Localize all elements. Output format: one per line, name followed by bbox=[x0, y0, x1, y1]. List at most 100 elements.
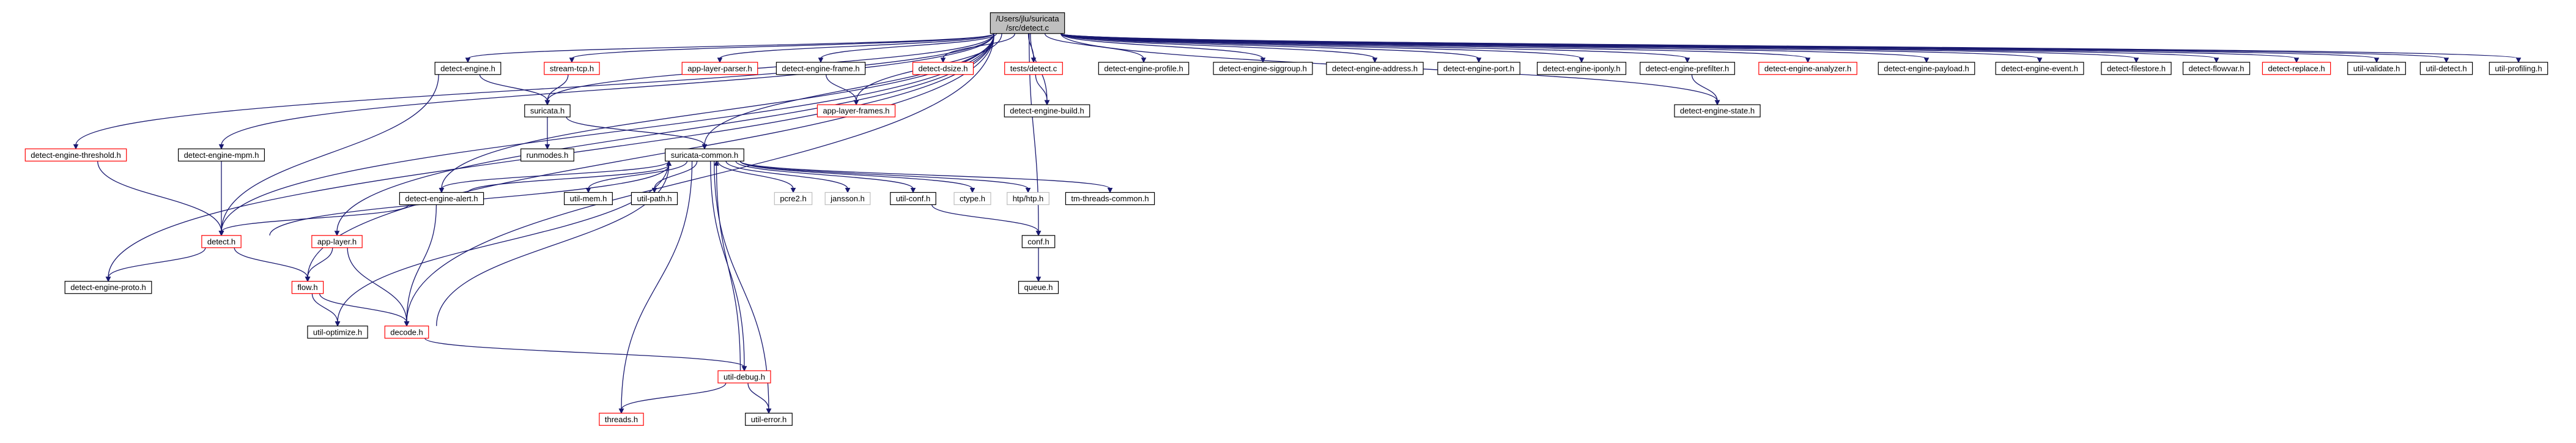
edge-root-to-detect-engine-port-h bbox=[1060, 33, 1479, 59]
node-detect-dsize-h[interactable]: detect-dsize.h bbox=[912, 62, 974, 75]
node-util-validate-h[interactable]: util-validate.h bbox=[2347, 62, 2406, 75]
edge-arrowhead bbox=[741, 366, 747, 371]
node-label: detect-dsize.h bbox=[919, 64, 968, 73]
node-box bbox=[1021, 235, 1056, 248]
node-util-debug-h[interactable]: util-debug.h bbox=[717, 370, 771, 384]
node-box bbox=[1326, 62, 1424, 75]
edge-arrowhead bbox=[666, 160, 672, 166]
node-pcre2-h[interactable]: pcre2.h bbox=[774, 192, 813, 206]
node-detect-h[interactable]: detect.h bbox=[201, 235, 242, 248]
edge-root-to-detect-engine-prefilter-h bbox=[1060, 33, 1688, 59]
node-detect-engine-h[interactable]: detect-engine.h bbox=[434, 62, 502, 75]
edge-arrowhead bbox=[1025, 188, 1031, 193]
node-jansson-h[interactable]: jansson.h bbox=[824, 192, 871, 206]
edge-arrowhead bbox=[2133, 58, 2139, 63]
node-tm-threads-common-h[interactable]: tm-threads-common.h bbox=[1065, 192, 1155, 206]
node-detect-engine-threshold-h[interactable]: detect-engine-threshold.h bbox=[24, 148, 127, 162]
node-util-profiling-h[interactable]: util-profiling.h bbox=[2489, 62, 2548, 75]
node-util-mem-h[interactable]: util-mem.h bbox=[564, 192, 613, 206]
edge-arrowhead bbox=[335, 321, 341, 327]
edge-arrowhead bbox=[1684, 58, 1690, 63]
node-label: threads.h bbox=[605, 415, 638, 424]
node-detect-flowvar-h[interactable]: detect-flowvar.h bbox=[2182, 62, 2251, 75]
node-label: util-detect.h bbox=[2426, 64, 2467, 73]
node-detect-engine-analyzer-h[interactable]: detect-engine-analyzer.h bbox=[1758, 62, 1857, 75]
node-detect-engine-proto-h[interactable]: detect-engine-proto.h bbox=[64, 281, 152, 294]
node-label: decode.h bbox=[390, 327, 423, 337]
node-detect-engine-frame-h[interactable]: detect-engine-frame.h bbox=[775, 62, 866, 75]
edge-arrowhead bbox=[2213, 58, 2219, 63]
edge-detect-engine-alert-h-to-decode-h bbox=[406, 204, 437, 322]
node-detect-engine-iponly-h[interactable]: detect-engine-iponly.h bbox=[1536, 62, 1627, 75]
node-detect-engine-prefilter-h[interactable]: detect-engine-prefilter.h bbox=[1640, 62, 1735, 75]
edge-detect-h-to-flow-h bbox=[234, 247, 308, 278]
node-label: detect-engine-analyzer.h bbox=[1764, 64, 1851, 73]
edge-arrowhead bbox=[2374, 58, 2380, 63]
node-detect-replace-h[interactable]: detect-replace.h bbox=[2262, 62, 2331, 75]
edge-arrowhead bbox=[818, 58, 824, 63]
edge-suricata-common-h-to-pcre2-h bbox=[717, 161, 794, 189]
edge-suricata-common-h-to-htp-htp-h bbox=[739, 160, 1029, 190]
edge-root-to-suricata-h bbox=[547, 33, 994, 102]
node-label: htp/htp.h bbox=[1013, 194, 1044, 203]
edge-util-debug-h-to-util-error-h bbox=[747, 382, 769, 410]
edge-decode-h-to-util-debug-h bbox=[424, 338, 745, 368]
edge-util-debug-h-to-suricata-common-h bbox=[716, 165, 741, 371]
edge-arrowhead bbox=[439, 188, 445, 193]
node-conf-h[interactable]: conf.h bbox=[1021, 235, 1056, 248]
node-flow-h[interactable]: flow.h bbox=[291, 281, 324, 294]
node-queue-h[interactable]: queue.h bbox=[1018, 281, 1059, 294]
node-label: detect-flowvar.h bbox=[2188, 64, 2244, 73]
edge-suricata-common-h-to-util-conf-h bbox=[735, 160, 914, 189]
node-box bbox=[2262, 62, 2331, 75]
node-label: detect-engine-port.h bbox=[1443, 64, 1514, 73]
node-app-layer-frames-h[interactable]: app-layer-frames.h bbox=[816, 104, 896, 117]
node-util-conf-h[interactable]: util-conf.h bbox=[890, 192, 936, 206]
node-detect-engine-payload-h[interactable]: detect-engine-payload.h bbox=[1878, 62, 1975, 75]
node-label: tests/detect.c bbox=[1010, 64, 1057, 73]
node-suricata-common-h[interactable]: suricata-common.h bbox=[665, 148, 744, 162]
node-label: detect-engine.h bbox=[440, 64, 495, 73]
node-detect-engine-alert-h[interactable]: detect-engine-alert.h bbox=[399, 192, 484, 206]
node-label: detect-engine-payload.h bbox=[1884, 64, 1969, 73]
node-detect-engine-siggroup-h[interactable]: detect-engine-siggroup.h bbox=[1213, 62, 1313, 75]
edge-suricata-h-to-suricata-common-h bbox=[566, 116, 705, 146]
node-detect-engine-address-h[interactable]: detect-engine-address.h bbox=[1326, 62, 1424, 75]
node-detect-engine-event-h[interactable]: detect-engine-event.h bbox=[1995, 62, 2084, 75]
edge-arrowhead bbox=[1714, 100, 1720, 106]
node-runmodes-h[interactable]: runmodes.h bbox=[520, 148, 574, 162]
node-app-layer-h[interactable]: app-layer.h bbox=[311, 235, 363, 248]
node-label: detect-engine-siggroup.h bbox=[1219, 64, 1307, 73]
node-suricata-h[interactable]: suricata.h bbox=[524, 104, 571, 117]
node-box bbox=[177, 148, 265, 162]
node-box bbox=[681, 62, 758, 75]
node-util-detect-h[interactable]: util-detect.h bbox=[2419, 62, 2473, 75]
edge-util-debug-h-to-threads-h bbox=[621, 382, 727, 410]
node-root[interactable]: /Users/jlu/suricata/src/detect.c bbox=[990, 12, 1065, 34]
node-label: detect-engine-event.h bbox=[2001, 64, 2078, 73]
node-detect-filestore-h[interactable]: detect-filestore.h bbox=[2101, 62, 2172, 75]
edge-suricata-common-h-to-threads-h bbox=[621, 161, 693, 410]
node-detect-engine-port-h[interactable]: detect-engine-port.h bbox=[1437, 62, 1520, 75]
node-util-path-h[interactable]: util-path.h bbox=[631, 192, 678, 206]
node-detect-engine-profile-h[interactable]: detect-engine-profile.h bbox=[1098, 62, 1190, 75]
node-label: detect-engine-address.h bbox=[1332, 64, 1418, 73]
edge-suricata-common-h-to-jansson-h bbox=[725, 161, 848, 189]
edge-arrowhead bbox=[853, 100, 859, 106]
node-detect-engine-build-h[interactable]: detect-engine-build.h bbox=[1004, 104, 1090, 117]
edge-suricata-common-h-to-util-error-h bbox=[714, 161, 769, 410]
edge-util-conf-h-to-conf-h bbox=[931, 204, 1039, 233]
node-util-optimize-h[interactable]: util-optimize.h bbox=[307, 326, 368, 339]
node-stream-tcp-h[interactable]: stream-tcp.h bbox=[544, 62, 600, 75]
node-tests-detect-c[interactable]: tests/detect.c bbox=[1004, 62, 1063, 75]
node-threads-h[interactable]: threads.h bbox=[599, 412, 644, 426]
edge-arrowhead bbox=[969, 188, 975, 193]
node-detect-engine-mpm-h[interactable]: detect-engine-mpm.h bbox=[177, 148, 265, 162]
node-htp-htp-h[interactable]: htp/htp.h bbox=[1007, 192, 1049, 206]
node-util-error-h[interactable]: util-error.h bbox=[745, 412, 793, 426]
node-detect-engine-state-h[interactable]: detect-engine-state.h bbox=[1674, 104, 1761, 117]
node-ctype-h[interactable]: ctype.h bbox=[953, 192, 991, 206]
edge-root-to-detect-engine-profile-h bbox=[1044, 33, 1144, 59]
node-app-layer-parser-h[interactable]: app-layer-parser.h bbox=[681, 62, 758, 75]
node-decode-h[interactable]: decode.h bbox=[384, 326, 429, 339]
